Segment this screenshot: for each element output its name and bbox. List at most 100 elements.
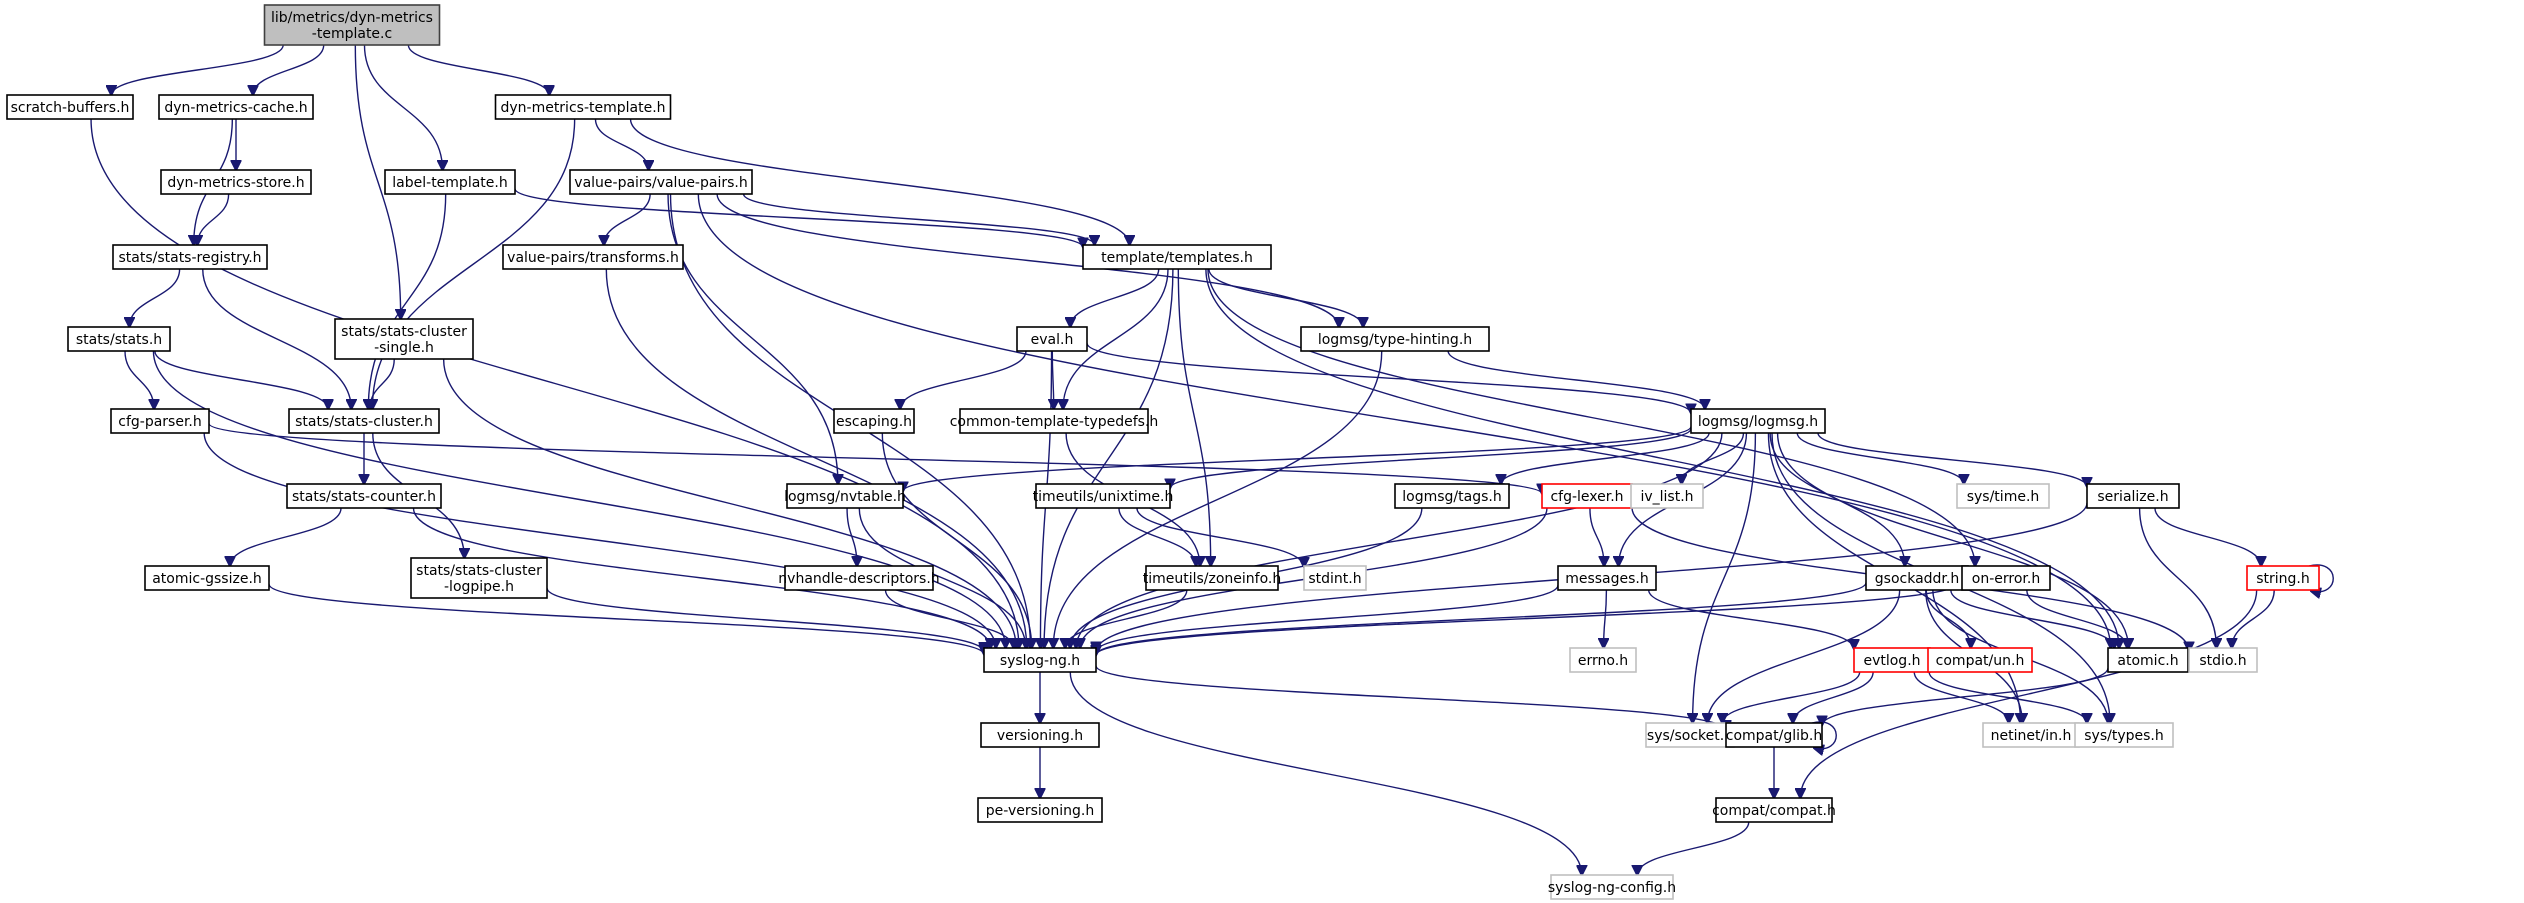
- node-box: [1303, 565, 1367, 591]
- node-box: [983, 647, 1097, 673]
- node-box: [2107, 647, 2189, 673]
- node-box: [1035, 483, 1171, 509]
- node-ctt[interactable]: common-template-typedefs.h: [950, 408, 1159, 434]
- node-evtlog[interactable]: evtlog.h: [1853, 647, 1931, 673]
- node-peversioning[interactable]: pe-versioning.h: [977, 797, 1103, 823]
- node-dmcache[interactable]: dyn-metrics-cache.h: [158, 94, 314, 120]
- node-tags[interactable]: logmsg/tags.h: [1394, 483, 1510, 509]
- node-labeltpl[interactable]: label-template.h: [384, 169, 516, 195]
- node-vp[interactable]: value-pairs/value-pairs.h: [569, 169, 753, 195]
- node-messages[interactable]: messages.h: [1557, 565, 1657, 591]
- node-nvtable[interactable]: logmsg/nvtable.h: [784, 483, 906, 509]
- edge-vp-to-atomic: [697, 193, 2110, 648]
- edge-cfgparser-to-syslogng: [203, 432, 996, 648]
- node-dmtemplate[interactable]: dyn-metrics-template.h: [494, 94, 672, 120]
- edge-string-to-compat: [1800, 589, 2258, 798]
- node-label: dyn-metrics-template.h: [500, 100, 665, 116]
- node-compatun[interactable]: compat/un.h: [1927, 647, 2033, 673]
- node-box: [569, 169, 753, 195]
- edge-logmsg-to-ivlist: [1682, 432, 1745, 484]
- node-label: logmsg/logmsg.h: [1698, 414, 1818, 430]
- node-zoneinfo[interactable]: timeutils/zoneinfo.h: [1143, 565, 1282, 591]
- edge-logmsg-to-syslogng: [1076, 432, 1723, 648]
- node-eval[interactable]: eval.h: [1016, 326, 1088, 352]
- node-label: pe-versioning.h: [986, 803, 1094, 819]
- edge-labeltpl-to-templates: [514, 188, 1083, 248]
- node-compat[interactable]: compat/compat.h: [1712, 797, 1836, 823]
- edge-scounter-to-atomicgs: [230, 507, 342, 566]
- node-label: cfg-parser.h: [118, 414, 202, 430]
- node-scsingle[interactable]: stats/stats-cluster-single.h: [334, 318, 474, 360]
- node-cfglexer[interactable]: cfg-lexer.h: [1541, 483, 1633, 509]
- node-box: [158, 94, 314, 120]
- node-scluster[interactable]: stats/stats-cluster.h: [288, 408, 440, 434]
- node-unixtime[interactable]: timeutils/unixtime.h: [1033, 483, 1174, 509]
- node-label: string.h: [2256, 571, 2310, 587]
- node-serialize[interactable]: serialize.h: [2086, 483, 2180, 509]
- node-box: [1865, 565, 1969, 591]
- node-box: [1961, 565, 2051, 591]
- node-cfgparser[interactable]: cfg-parser.h: [110, 408, 210, 434]
- node-root[interactable]: lib/metrics/dyn-metrics-template.c: [263, 4, 441, 46]
- node-label: stats/stats-cluster: [416, 563, 542, 579]
- node-scounter[interactable]: stats/stats-counter.h: [286, 483, 442, 509]
- node-label: sys/time.h: [1967, 489, 2040, 505]
- node-statsreg[interactable]: stats/stats-registry.h: [112, 244, 268, 270]
- node-box: [1927, 647, 2033, 673]
- node-box: [410, 557, 548, 599]
- edge-templates-to-onerror: [1207, 268, 1975, 566]
- edge-glib-to-glib: [1812, 721, 1837, 749]
- node-syslogng[interactable]: syslog-ng.h: [983, 647, 1097, 673]
- node-box: [1300, 326, 1490, 352]
- edges-layer: [90, 44, 2334, 875]
- node-sclogpipe[interactable]: stats/stats-cluster-logpipe.h: [410, 557, 548, 599]
- node-templates[interactable]: template/templates.h: [1082, 244, 1272, 270]
- node-logmsg[interactable]: logmsg/logmsg.h: [1690, 408, 1826, 434]
- node-gsockaddr[interactable]: gsockaddr.h: [1865, 565, 1969, 591]
- node-label: compat/compat.h: [1712, 803, 1836, 819]
- edge-messages-to-errno: [1604, 589, 1607, 648]
- edge-scounter-to-syslogng: [412, 507, 990, 648]
- edge-templates-to-atomic: [1205, 268, 2119, 648]
- node-label: on-error.h: [1972, 571, 2040, 587]
- edge-evtlog-to-systypes: [1928, 671, 2087, 723]
- node-typehint[interactable]: logmsg/type-hinting.h: [1300, 326, 1490, 352]
- edge-gsockaddr-to-syslogng: [1096, 582, 1867, 655]
- edge-gsockaddr-to-atomic: [1950, 589, 2114, 648]
- edge-dmtemplate-to-vp: [594, 118, 648, 170]
- node-atomic[interactable]: atomic.h: [2107, 647, 2189, 673]
- node-dmstore[interactable]: dyn-metrics-store.h: [160, 169, 312, 195]
- edge-vp-to-nvtable: [667, 193, 838, 484]
- node-atomicgs[interactable]: atomic-gssize.h: [144, 565, 270, 591]
- node-label: sys/socket.h: [1647, 728, 1733, 744]
- edge-root-to-scratch: [111, 44, 284, 95]
- node-escaping[interactable]: escaping.h: [833, 408, 915, 434]
- edge-root-to-dmtemplate: [407, 44, 549, 95]
- node-label: stats/stats-cluster.h: [295, 414, 433, 430]
- node-label: gsockaddr.h: [1875, 571, 1959, 587]
- nodes-layer: lib/metrics/dyn-metrics-template.c scratc…: [6, 4, 2320, 900]
- edge-onerror-to-atomic: [2026, 589, 2127, 648]
- node-glib[interactable]: compat/glib.h: [1725, 722, 1823, 748]
- node-label: stats/stats-counter.h: [292, 489, 436, 505]
- node-label: serialize.h: [2097, 489, 2168, 505]
- node-label: atomic.h: [2117, 653, 2178, 669]
- node-string[interactable]: string.h: [2246, 565, 2320, 591]
- edge-onerror-to-syslogng: [1096, 581, 1963, 656]
- node-onerror[interactable]: on-error.h: [1961, 565, 2051, 591]
- edge-evtlog-to-syssocket: [1722, 671, 1861, 723]
- node-box: [1690, 408, 1826, 434]
- node-scratch[interactable]: scratch-buffers.h: [6, 94, 134, 120]
- node-versioning[interactable]: versioning.h: [980, 722, 1100, 748]
- node-stats[interactable]: stats/stats.h: [67, 326, 171, 352]
- node-vptrans[interactable]: value-pairs/transforms.h: [502, 244, 684, 270]
- node-box: [2188, 647, 2258, 673]
- node-box: [494, 94, 672, 120]
- node-nvhandle[interactable]: nvhandle-descriptors.h: [778, 565, 940, 591]
- node-box: [980, 722, 1100, 748]
- node-label: -template.c: [312, 26, 392, 42]
- edge-nvtable-to-nvhandle: [846, 507, 857, 566]
- node-label: messages.h: [1565, 571, 1649, 587]
- node-label: netinet/in.h: [1991, 728, 2072, 744]
